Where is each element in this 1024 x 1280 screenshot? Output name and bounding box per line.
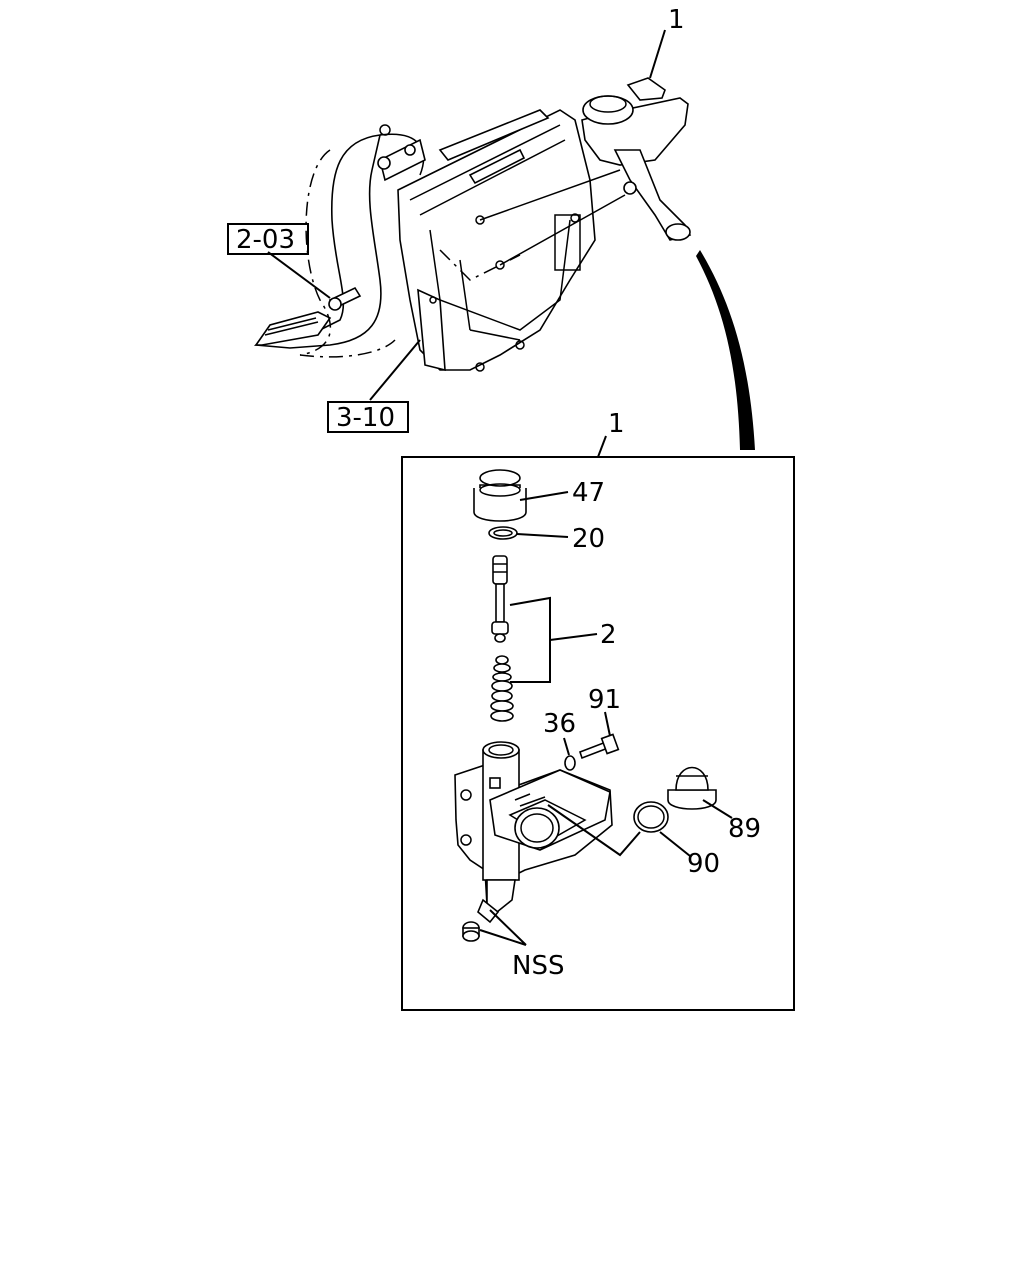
reservoir-body	[454, 741, 613, 924]
snap-ring-part-20	[488, 526, 518, 540]
callout-36: 36	[543, 709, 576, 739]
callout-nss: NSS	[512, 951, 564, 981]
reservoir-cap-part-89	[667, 766, 717, 810]
master-cylinder-top	[581, 77, 692, 241]
callout-1-box: 1	[608, 409, 625, 439]
callout-47: 47	[572, 478, 605, 508]
cap-part-47	[473, 469, 527, 522]
boot-part-2	[490, 655, 514, 722]
callout-91: 91	[588, 685, 621, 715]
bolt-part-91	[578, 733, 620, 760]
callout-20: 20	[572, 524, 605, 554]
callout-90: 90	[687, 849, 720, 879]
washer-part-36	[564, 755, 576, 771]
ref-box-2-03	[227, 223, 309, 255]
callout-1-top: 1	[668, 5, 685, 35]
push-rod-part-2	[491, 555, 509, 643]
nss-bolt	[462, 921, 480, 942]
ref-label-3-10: 3-10	[336, 403, 395, 433]
pedal-assembly	[253, 109, 626, 372]
leader-top-part	[649, 29, 666, 79]
connector-arrow	[696, 250, 755, 450]
ref-box-3-10	[327, 401, 409, 433]
callout-2: 2	[600, 620, 617, 650]
ref-label-2-03: 2-03	[236, 225, 295, 255]
callout-89: 89	[728, 814, 761, 844]
